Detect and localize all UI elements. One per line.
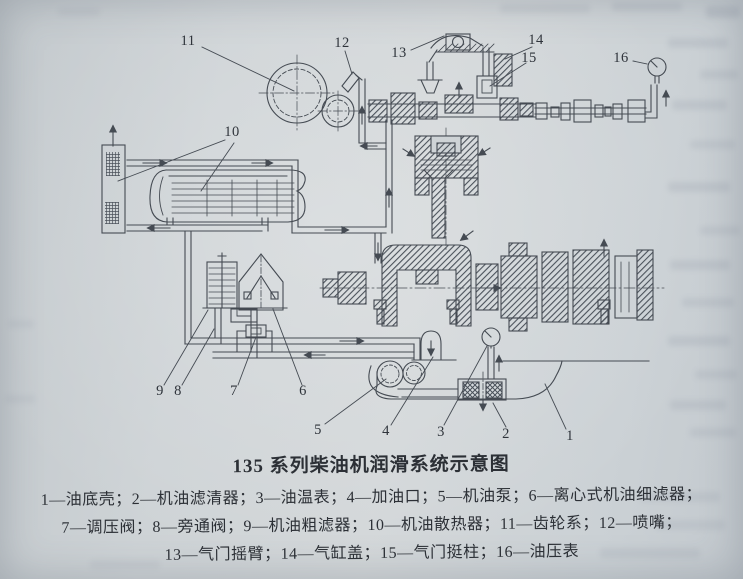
camshaft-oil-line — [367, 92, 647, 125]
figure-title: 135 系列柴油机润滑系统示意图 — [232, 453, 510, 478]
oil-pressure-gauge — [647, 57, 667, 84]
oil-filler-cap — [420, 330, 442, 360]
flow-arrows — [108, 81, 671, 412]
crankshaft — [319, 242, 665, 332]
oil-nozzle — [341, 71, 363, 93]
coarse-filter — [202, 252, 288, 309]
oil-strainer — [457, 371, 507, 409]
leader-lines — [117, 35, 648, 430]
pressure-regulating-valve — [245, 324, 267, 338]
centrifugal-fine-filter — [238, 253, 284, 311]
oil-pump — [376, 360, 426, 388]
oil-temperature-gauge — [481, 327, 501, 349]
lubrication-system-diagram — [101, 33, 671, 430]
oil-radiator — [101, 144, 126, 234]
piston-connecting-rod — [414, 127, 479, 253]
valve-tappet — [476, 75, 498, 99]
cylinder-head-hatch — [435, 43, 513, 87]
figure-caption: 135 系列柴油机润滑系统示意图 1—油底壳；2—机油滤清器；3—油温表；4—加… — [0, 445, 743, 571]
bypass-valve — [230, 308, 258, 323]
gear-train — [258, 54, 359, 132]
oil-cooler — [149, 169, 306, 223]
